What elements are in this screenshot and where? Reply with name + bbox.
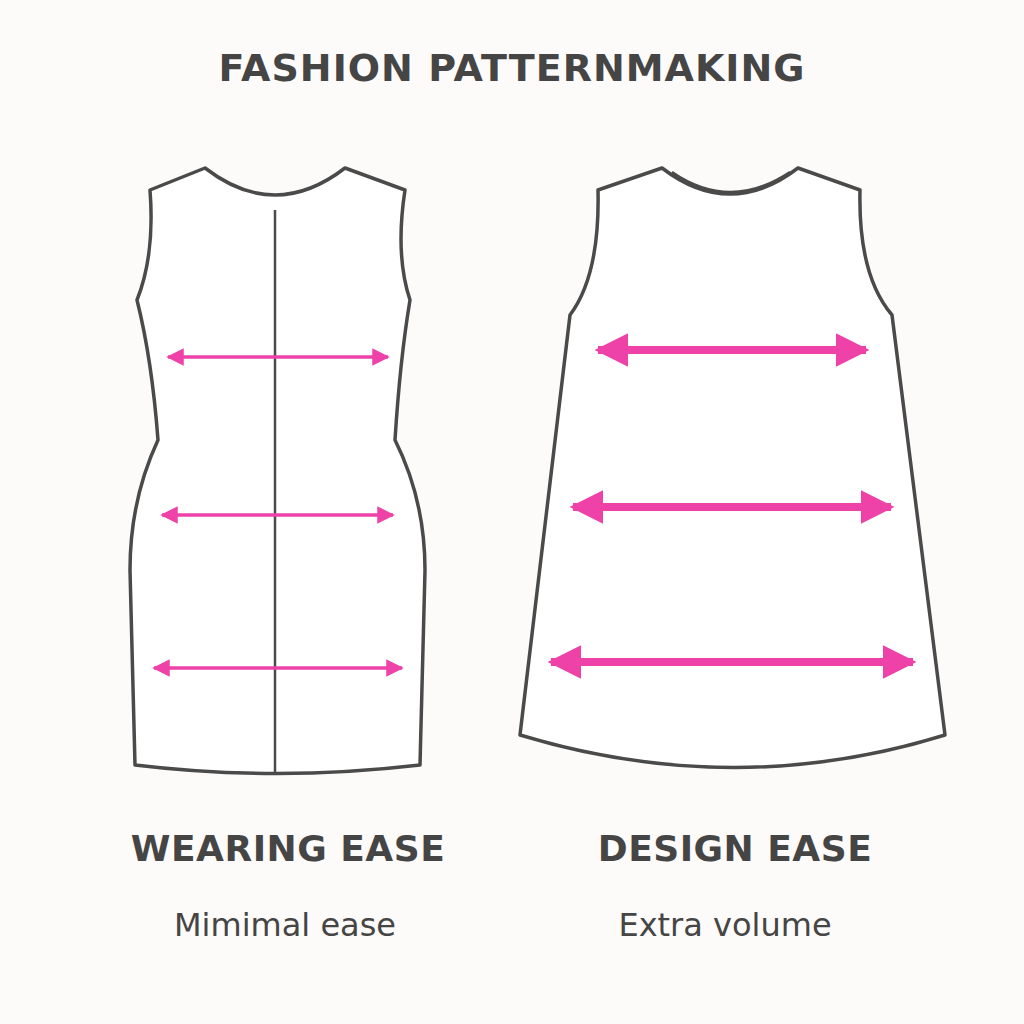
ease-arrows: [154, 357, 402, 668]
center-front-line: [274, 210, 277, 775]
section-heading: WEARING EASE: [131, 828, 445, 869]
page-title: FASHION PATTERNMAKING: [218, 46, 805, 90]
neckline-band: [672, 172, 790, 192]
section-note: Mimimal ease: [174, 906, 396, 944]
section-heading: DESIGN EASE: [598, 828, 872, 869]
ease-arrows: [551, 350, 913, 662]
a-line-dress: [520, 168, 945, 768]
section-note: Extra volume: [618, 906, 831, 944]
fitted-dress: [130, 168, 425, 774]
